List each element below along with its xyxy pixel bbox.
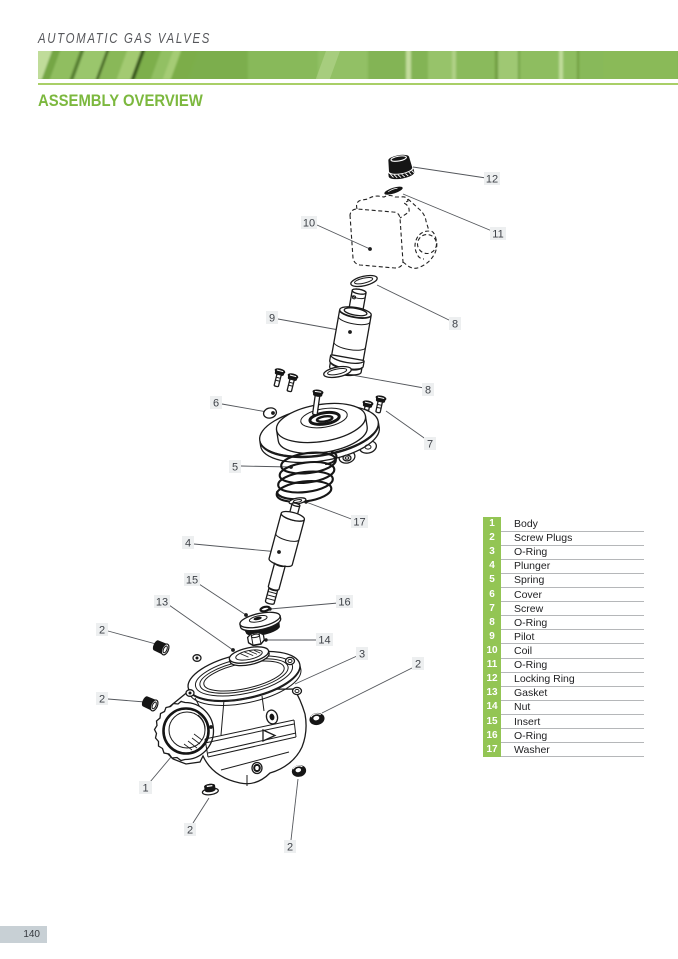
svg-text:11: 11 (492, 229, 503, 241)
svg-text:9: 9 (269, 313, 275, 325)
svg-text:10: 10 (303, 218, 315, 230)
svg-text:3: 3 (359, 649, 365, 661)
svg-text:12: 12 (486, 174, 498, 186)
svg-text:1: 1 (142, 783, 148, 795)
svg-text:2: 2 (187, 825, 193, 837)
svg-text:14: 14 (318, 635, 330, 647)
svg-text:6: 6 (213, 398, 219, 410)
svg-text:2: 2 (99, 694, 105, 706)
svg-text:5: 5 (232, 462, 238, 474)
svg-text:15: 15 (186, 575, 198, 587)
svg-text:2: 2 (287, 842, 293, 854)
svg-text:4: 4 (185, 538, 191, 550)
svg-text:8: 8 (425, 385, 431, 397)
svg-text:17: 17 (353, 517, 365, 529)
svg-text:2: 2 (415, 659, 421, 671)
svg-text:7: 7 (427, 439, 433, 451)
svg-text:16: 16 (338, 597, 350, 609)
svg-text:8: 8 (452, 319, 458, 331)
svg-text:2: 2 (99, 625, 105, 637)
svg-text:13: 13 (156, 597, 168, 609)
